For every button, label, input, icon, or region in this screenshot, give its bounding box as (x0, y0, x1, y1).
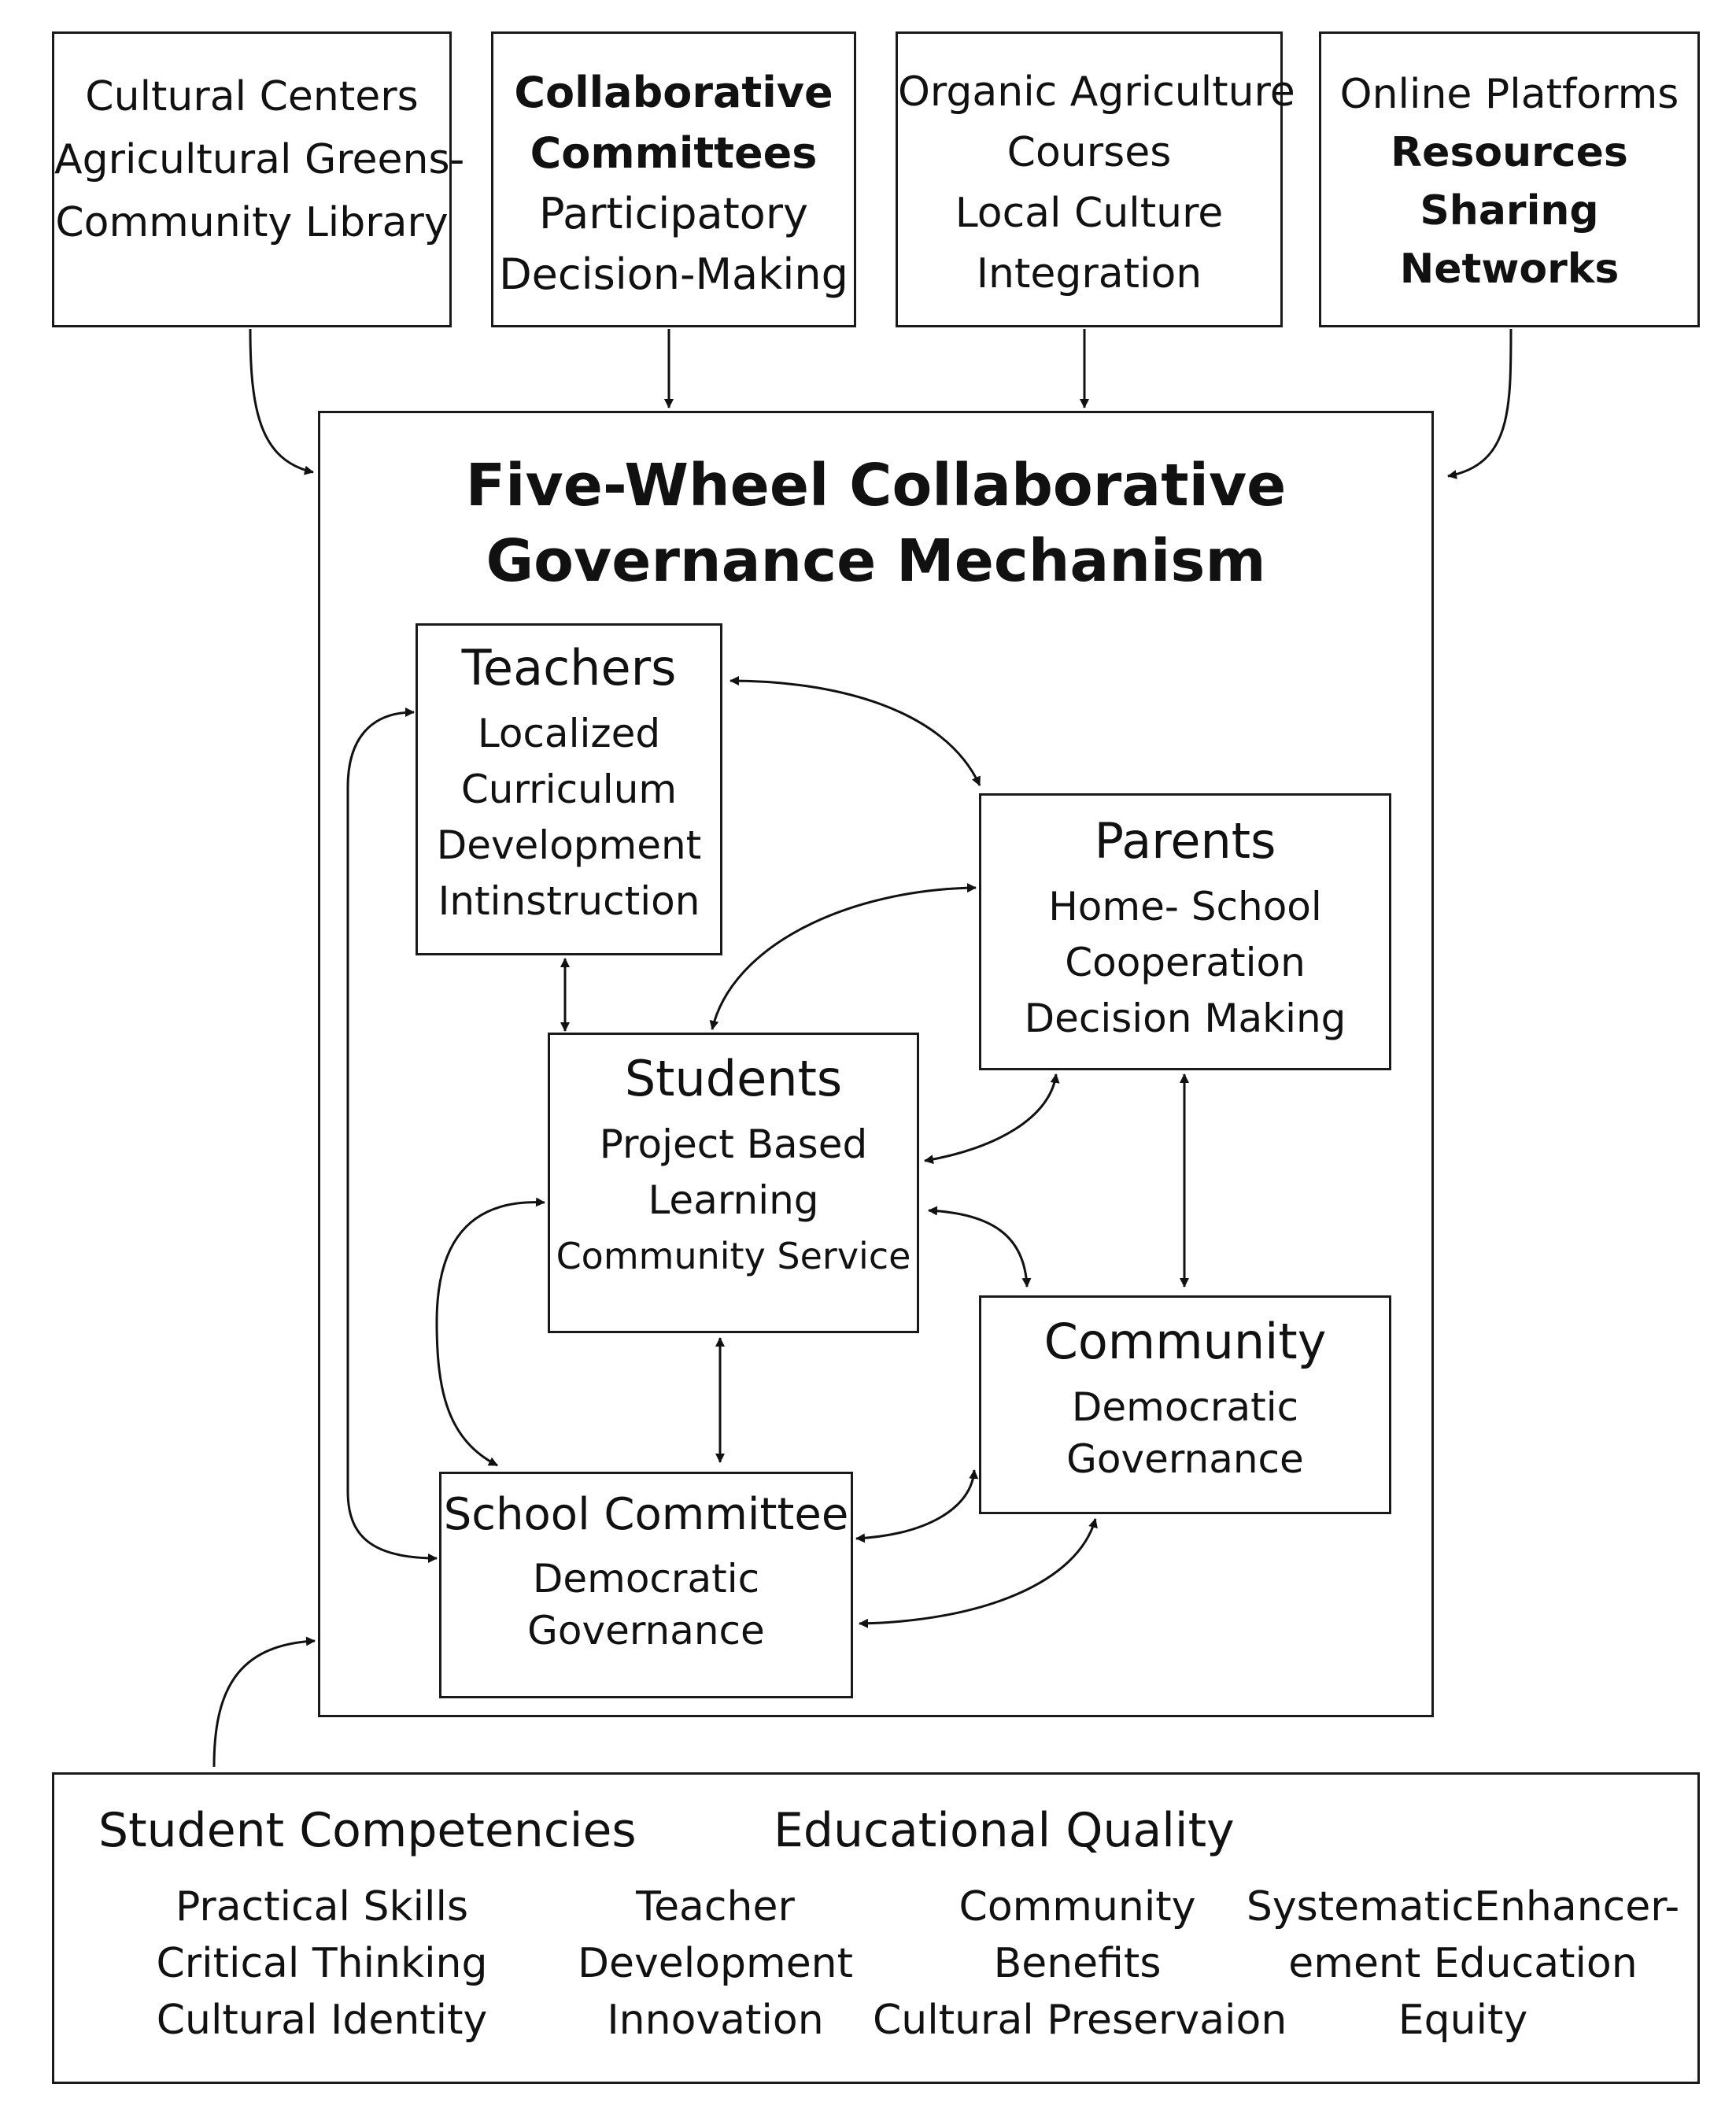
col2-line: Innovation (607, 1997, 824, 2044)
node-students: Students Project Based Learning Communit… (548, 1033, 919, 1333)
agriculture-line: Integration (976, 250, 1202, 297)
outcomes-col-3: Community Benefits Cultural Preservaion (873, 1879, 1287, 2049)
school-committee-title: School Committee (443, 1489, 849, 1540)
mechanism-frame: Five-Wheel Collaborative Governance Mech… (318, 411, 1434, 1717)
cultural-line: Cultural Centers (85, 73, 419, 120)
col3-line: Benefits (993, 1940, 1162, 1987)
students-line: Community Service (556, 1235, 911, 1277)
col3-line: Community (958, 1883, 1196, 1931)
heading-student-competencies: Student Competencies (98, 1803, 637, 1858)
online-line: Resources (1391, 129, 1628, 176)
online-line: Online Platforms (1339, 71, 1679, 118)
school-committee-line: Governance (527, 1608, 765, 1653)
online-line: Networks (1399, 246, 1620, 293)
outcomes-col-1: Practical Skills Critical Thinking Cultu… (125, 1879, 519, 2049)
students-line: Learning (648, 1177, 819, 1223)
mechanism-title-line2: Governance Mechanism (486, 527, 1266, 595)
mechanism-title-line1: Five-Wheel Collaborative (465, 452, 1287, 519)
col4-line: Equity (1398, 1997, 1528, 2044)
top-box-agriculture: Organic Agriculture Courses Local Cultur… (896, 31, 1295, 327)
students-title: Students (624, 1050, 843, 1107)
outcomes-box: Student Competencies Educational Quality… (52, 1772, 1700, 2084)
top-box-committees: Collaborative Committees Participatory D… (491, 31, 856, 327)
committees-line: Decision-Making (499, 249, 848, 299)
col3-line: Cultural Preservaion (873, 1997, 1287, 2044)
col4-line: SystematicEnhancer- (1246, 1883, 1680, 1931)
parents-title: Parents (1094, 812, 1276, 870)
parents-line: Home- School (1048, 884, 1322, 929)
cultural-line: Agricultural Greens- (54, 136, 465, 183)
col2-line: Teacher (636, 1883, 795, 1931)
community-title: Community (1043, 1313, 1327, 1370)
parents-line: Cooperation (1065, 940, 1306, 985)
teachers-line: Localized (477, 711, 661, 756)
committees-line: Committees (530, 128, 818, 178)
agriculture-line: Organic Agriculture (898, 68, 1295, 116)
agriculture-line: Courses (1007, 129, 1172, 176)
community-line: Governance (1066, 1436, 1304, 1482)
top-box-online: Online Platforms Resources Sharing Netwo… (1319, 31, 1700, 327)
col2-line: Development (577, 1940, 854, 1987)
teachers-line: Development (436, 822, 702, 868)
col4-line: ement Education (1288, 1940, 1638, 1987)
arrow-outcomes-to-main (212, 1636, 316, 1768)
school-committee-line: Democratic (532, 1556, 760, 1602)
heading-educational-quality: Educational Quality (774, 1803, 1235, 1858)
parents-line: Decision Making (1024, 996, 1346, 1041)
top-box-cultural: Cultural Centers Agricultural Greens- Co… (52, 31, 465, 327)
teachers-title: Teachers (461, 639, 677, 696)
node-community: Community Democratic Governance (979, 1295, 1391, 1514)
col1-line: Critical Thinking (156, 1940, 488, 1987)
agriculture-line: Local Culture (955, 190, 1224, 237)
community-line: Democratic (1071, 1384, 1299, 1430)
students-line: Project Based (599, 1121, 868, 1167)
teachers-line: Intinstruction (438, 878, 700, 924)
col1-line: Practical Skills (175, 1883, 469, 1931)
online-line: Sharing (1420, 187, 1599, 235)
outcomes-col-4: SystematicEnhancer- ement Education Equi… (1235, 1879, 1691, 2049)
node-teachers: Teachers Localized Curriculum Developmen… (416, 623, 722, 955)
committees-line: Collaborative (514, 68, 833, 117)
committees-line: Participatory (538, 189, 809, 238)
teachers-line: Curriculum (460, 767, 678, 812)
cultural-line: Community Library (55, 199, 449, 246)
arrow-online-to-main (1447, 328, 1513, 479)
node-school-committee: School Committee Democratic Governance (439, 1472, 853, 1698)
col1-line: Cultural Identity (156, 1997, 488, 2044)
outcomes-col-2: Teacher Development Innovation (550, 1879, 881, 2049)
arrow-cultural-to-main (249, 328, 314, 475)
node-parents: Parents Home- School Cooperation Decisio… (979, 793, 1391, 1070)
